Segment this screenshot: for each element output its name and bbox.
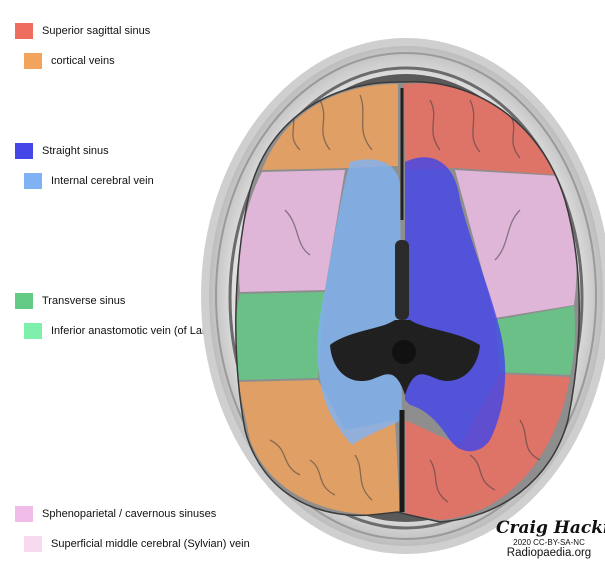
legend-label: Internal cerebral vein [51, 175, 154, 187]
region-cortical-veins-frontal [262, 84, 398, 170]
credit-license: 2020 CC-BY-SA-NC [513, 538, 585, 547]
legend-item-straight-sinus: Straight sinus [15, 143, 109, 159]
region-cortical-veins-occipital [238, 380, 400, 515]
legend-swatch [24, 53, 42, 69]
legend-label: Straight sinus [42, 145, 109, 157]
legend-item-internal-cerebral-vein: Internal cerebral vein [24, 173, 154, 189]
skull-inner-table [228, 66, 584, 530]
legend-label: Sphenoparietal / cavernous sinuses [42, 508, 217, 520]
region-sylvian-left [239, 170, 345, 292]
legend-swatch [15, 293, 33, 309]
skull-outer-table [215, 52, 597, 540]
legend-label: cortical veins [51, 55, 115, 67]
region-superior-sagittal-sinus-occipital [405, 374, 570, 520]
legend-swatch [15, 143, 33, 159]
legend-item-transverse-sinus: Transverse sinus [15, 293, 125, 309]
legend-item-superficial-middle-cerebral-vein: Superficial middle cerebral (Sylvian) ve… [24, 536, 250, 552]
legend-swatch [24, 173, 42, 189]
legend-label: Superficial middle cerebral (Sylvian) ve… [51, 538, 250, 550]
legend-swatch [24, 323, 42, 339]
legend-swatch [24, 536, 42, 552]
legend-item-sphenoparietal-cavernous-sinuses: Sphenoparietal / cavernous sinuses [15, 506, 216, 522]
legend-label: Transverse sinus [42, 295, 126, 307]
legend-item-superior-sagittal-sinus: Superior sagittal sinus [15, 23, 150, 39]
third-ventricle [395, 240, 409, 320]
region-inferior-anastomotic-vein-right [495, 306, 575, 375]
credit-author: Craig Hacking [496, 518, 605, 538]
brain-outline [235, 81, 580, 523]
legend-swatch [15, 506, 33, 522]
credit-site: Radiopaedia.org [506, 547, 592, 559]
legend-item-cortical-veins: cortical veins [24, 53, 115, 69]
pineal-region [392, 340, 416, 364]
legend-swatch [15, 23, 33, 39]
region-sylvian-right [455, 170, 577, 318]
legend-item-inferior-anastomotic-vein: Inferior anastomotic vein (of Labbe) [24, 323, 224, 339]
credit-block: Craig Hacking 2020 CC-BY-SA-NC Radiopaed… [496, 518, 605, 559]
legend-label: Superior sagittal sinus [42, 25, 151, 37]
region-superior-sagittal-sinus-frontal [404, 83, 560, 175]
region-transverse-sinus-left [235, 292, 325, 380]
legend-label: Inferior anastomotic vein (of Labbe) [51, 325, 225, 337]
region-straight-sinus [405, 157, 506, 452]
